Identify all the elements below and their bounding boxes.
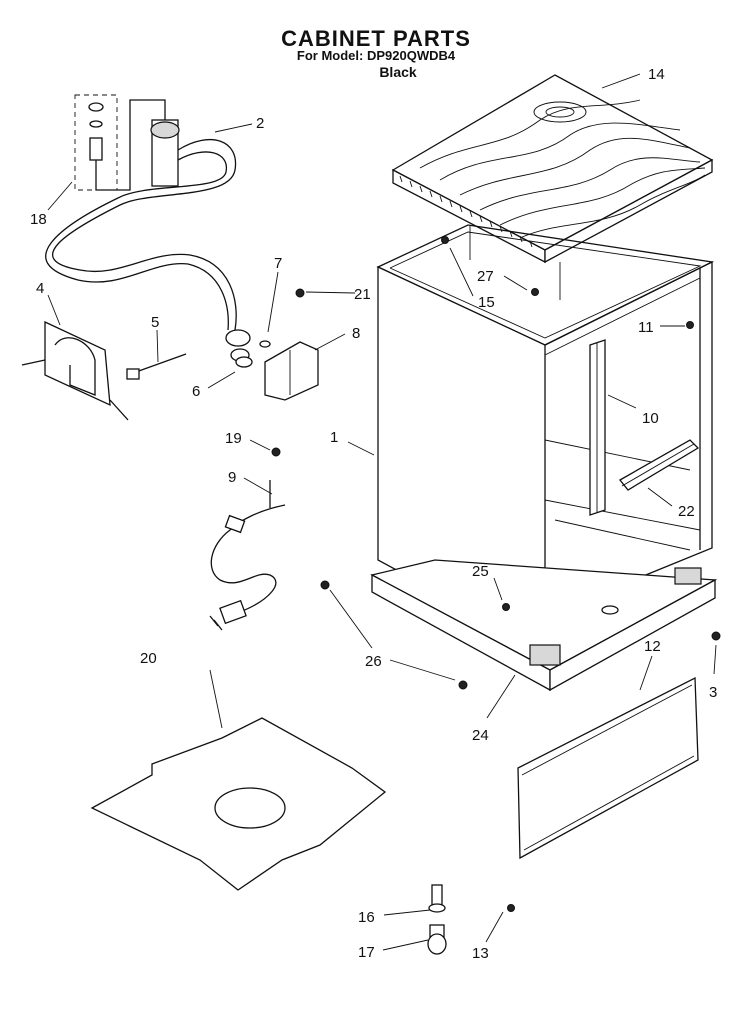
callout-7: 7 <box>274 255 282 272</box>
callout-5: 5 <box>151 314 159 331</box>
callout-20: 20 <box>140 650 157 667</box>
callout-18: 18 <box>30 211 47 228</box>
callout-25: 25 <box>472 563 489 580</box>
leader-lines <box>47 73 717 951</box>
callout-10: 10 <box>642 410 659 427</box>
diagram-title: CABINET PARTS <box>281 26 471 51</box>
insulation-pad-part <box>90 717 387 891</box>
callout-12: 12 <box>644 638 661 655</box>
callout-3: 3 <box>709 684 717 701</box>
callout-17: 17 <box>358 944 375 961</box>
screws-parts <box>271 236 721 912</box>
cabinet-part <box>370 224 718 692</box>
hose-bracket-part <box>21 320 129 421</box>
washer-parts <box>235 340 271 368</box>
callout-14: 14 <box>648 66 665 83</box>
callout-26: 26 <box>365 653 382 670</box>
vertical-channel-part <box>589 339 606 516</box>
cable-tie-part <box>126 353 187 380</box>
callout-19: 19 <box>225 430 242 447</box>
color-label: Black <box>379 64 417 80</box>
callout-16: 16 <box>358 909 375 926</box>
callout-4: 4 <box>36 280 44 297</box>
cover-part <box>264 341 319 401</box>
callout-2: 2 <box>256 115 264 132</box>
callout-24: 24 <box>472 727 489 744</box>
callout-6: 6 <box>192 383 200 400</box>
model-number: For Model: DP920QWDB4 <box>296 48 456 63</box>
callout-21: 21 <box>354 286 371 303</box>
power-cord-part <box>209 480 286 631</box>
fill-valve-hose-part <box>45 94 251 362</box>
callout-15: 15 <box>478 294 495 311</box>
callout-labels: 1 2 3 4 5 6 7 8 9 10 11 12 13 14 15 16 1… <box>30 66 717 962</box>
callout-22: 22 <box>678 503 695 520</box>
callout-1: 1 <box>330 429 338 446</box>
wood-top-part <box>391 74 714 264</box>
leveler-caster-parts <box>427 884 447 955</box>
callout-11: 11 <box>638 319 654 336</box>
callout-8: 8 <box>352 325 360 342</box>
kick-panel-part <box>517 676 699 860</box>
callout-27: 27 <box>477 268 494 285</box>
callout-9: 9 <box>228 469 236 486</box>
bracket-part <box>619 439 700 491</box>
callout-13: 13 <box>472 945 489 962</box>
